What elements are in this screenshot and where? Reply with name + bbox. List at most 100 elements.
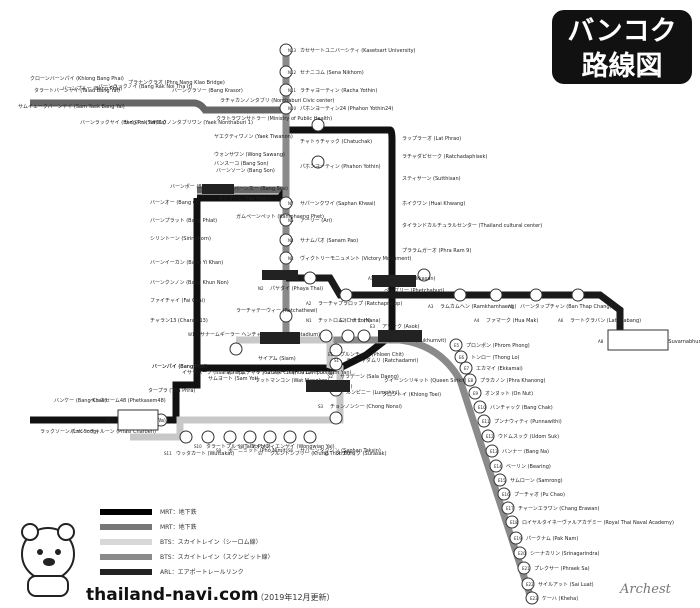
station-label-pp13: ヤエクティワノン (Yaek Tiwanon): [214, 134, 293, 140]
mrt-purple-line: [30, 99, 290, 194]
station-id-n2: N2: [258, 286, 264, 291]
station-label-s7: クルントンブリー (Krung Thon Buri): [270, 450, 356, 457]
station-label-pp1: クローンバーンパイ (Khlong Bang Phai): [30, 76, 124, 82]
station-label-bl33: バーンポー (Bang Pho): [170, 183, 224, 190]
station-id-e9: E9: [473, 391, 479, 396]
legend-row: MRT：地下鉄: [100, 519, 276, 534]
station-id-n5: N5: [288, 218, 294, 223]
station-label-bl13: サムヤーン (Sam Yan): [300, 370, 351, 376]
station-id-a5: A5: [508, 304, 514, 309]
station-label-bl29: バーンイーカン (Bang Yi Khan): [150, 260, 223, 266]
site-name[interactable]: thailand-navi.com: [86, 585, 259, 605]
station-label-bl23: パーシーチャルーン (Phasi Charoen): [70, 429, 156, 435]
station-id-e16: E16: [502, 492, 510, 497]
station-label-n1: チットロム (Chit Lom): [318, 318, 371, 324]
station-id-e20: E20: [518, 551, 526, 556]
map-title: バンコク 路線図: [552, 10, 692, 84]
station-label-e19: パークナム (Pak Nam): [526, 536, 578, 542]
station-id-e15: E15: [498, 478, 506, 483]
station-label-s8: ウォンウィエンヤイ (Wongwian Yai): [250, 443, 335, 450]
station-label-bl36: ガムペーンペット (Kamphaeng Phet): [236, 213, 324, 220]
legend-label: MRT：地下鉄: [160, 509, 197, 516]
legend-label: BTS：スカイトレイン（スクンビット線）: [160, 554, 274, 561]
station-label-a4: ファマーク (Hua Mak): [486, 318, 538, 324]
station-id-e2: E2: [340, 318, 346, 323]
station-label-n7: サパーンクワイ (Saphan Khwai): [300, 201, 375, 207]
title-line1: バンコク: [567, 16, 677, 47]
station-label-e17: チャーンエラワン (Chang Erawan): [518, 506, 599, 512]
station-label-n5: アーリー (Ari): [300, 218, 332, 224]
station-id-e18: E18: [510, 520, 518, 525]
station-label-n13: カセサートユニバーシティ (Kasetsart University): [300, 48, 416, 54]
station-label-pp7: プラナンクラオ (Phra Nang Klao Bridge): [128, 80, 225, 86]
station-id-n1: N1: [306, 318, 312, 323]
station-label-bl21: バーンパイ (Bang Phai): [152, 364, 207, 370]
station-label-e6: トンロー (Thong Lo): [471, 355, 520, 361]
station-label-pp14: ウォンサワン (Wong Sawang): [214, 151, 285, 158]
station-label-n3: ヴィクトリーモニュメント (Victory Monument): [300, 255, 411, 262]
station-id-e10: E10: [478, 405, 486, 410]
station-label-e18: ロイヤルタイネーヴァルアカデミー (Royal Thai Naval Acade…: [522, 519, 674, 526]
station-id-n13: N13: [288, 48, 297, 53]
station-label-s6: サパーンタクシン (Saphan Taksin): [300, 447, 381, 454]
station-label-s3: チョンノンシー (Chong Nonsi): [330, 404, 402, 410]
legend-label: ARL：エアポートレールリンク: [160, 569, 244, 576]
station-label-pp5: バーンラックノイ (Bang Rak Noi Tha It): [98, 84, 192, 90]
station-id-s10: S10: [194, 444, 202, 449]
station-label-e21: プレクサー (Phraek Sa): [534, 566, 590, 572]
station-id-s1: S1: [334, 358, 340, 363]
station-label-bl17: サナームチャイ (Sanam Chai): [226, 370, 296, 376]
station-id-e17: E17: [506, 506, 514, 511]
station-label-bl11: ルンピニー (Lumphini): [346, 390, 399, 396]
station-id-n11: N11: [288, 88, 297, 93]
station-label-e20: シーナカリン (Srinagarindra): [530, 551, 600, 557]
station-id-a3: A3: [428, 304, 434, 309]
station-id-s9: S9: [216, 448, 222, 453]
station-id-n12: N12: [288, 70, 297, 75]
station-label-bl34: タオプーン (Tao Poon): [218, 195, 270, 202]
station-id-e1: E1: [328, 352, 334, 357]
update-note: （2019年12月更新）: [256, 593, 335, 602]
station-label-bl24: バンケー (Bang Khae): [54, 397, 107, 404]
station-id-n10: N10: [288, 106, 297, 111]
station-id-a4: A4: [474, 318, 480, 323]
station-id-w1: W1: [188, 332, 195, 337]
station-label-bl4: ホイクワン (Huai Khwang): [402, 201, 465, 207]
station-label-e12: ウドムスック (Udom Suk): [498, 433, 559, 440]
station-label-e10: バンチャック (Bang Chak): [490, 405, 553, 411]
station-label-pp10: バーンクラソー (Bang Krasor): [172, 88, 243, 94]
station-label-n2: パヤタイ (Phaya Thai): [270, 285, 323, 292]
station-label-bl10: クロントイ (Khlong Toei): [382, 392, 441, 398]
station-id-e6: E6: [459, 355, 465, 360]
mascot-icon: [21, 523, 75, 597]
station-id-e23: E23: [530, 596, 538, 601]
station-label-cen: サイアム (Siam): [258, 356, 296, 362]
station-label-s9: ポーニミット (Pho Nimit): [228, 447, 288, 454]
station-label-bl26: チャラン13 (Charan 13): [150, 318, 208, 324]
station-label-a5: バーンタップチャン (Ban Thap Chang): [520, 303, 612, 310]
station-label-bl35: バーンスー (Bang Sue): [234, 186, 288, 192]
station-id-e13: E13: [490, 449, 498, 454]
station-label-bl14: ファランポーン (Hua Lamphong): [256, 369, 334, 376]
station-id-a8: A8: [598, 339, 604, 344]
station-label-bl39: ラーチャテーウィー (Ratchathewi): [236, 307, 318, 314]
station-id-s12: S12: [106, 418, 114, 423]
station-label-bl16: サムヨート (Sam Yot): [208, 376, 259, 382]
station-id-e5: E5: [454, 343, 460, 348]
station-label-bl38: パホンヨーティン (Phahon Yothin): [300, 164, 381, 170]
station-label-bl9: クイーンシリキット (Queen Sirikit): [384, 378, 467, 384]
station-markers: [154, 43, 585, 605]
station-label-s2: サラデーン (Sala Daeng): [340, 373, 399, 380]
station-id-s2: S2: [328, 374, 334, 379]
station-label-e11: プンナウィティ (Punnawithi): [494, 418, 562, 425]
interchange-boxes: [117, 184, 669, 431]
station-label-bl37: チャトゥチャック (Chatuchak): [300, 139, 372, 145]
station-id-e21: E21: [522, 566, 530, 571]
station-id-a6: A6: [558, 318, 564, 323]
legend-row: ARL：エアポートレールリンク: [100, 564, 276, 579]
station-label-pp12: クラトラワンサトラー (Ministry of Public Health): [216, 116, 332, 122]
station-label-bl18: イサラパープ (Itsaraphap): [182, 370, 244, 376]
station-label-pp3: サムイェークバーンヤイ (Sam Yaek Bang Yai): [18, 104, 125, 110]
arl-line: [286, 274, 624, 345]
